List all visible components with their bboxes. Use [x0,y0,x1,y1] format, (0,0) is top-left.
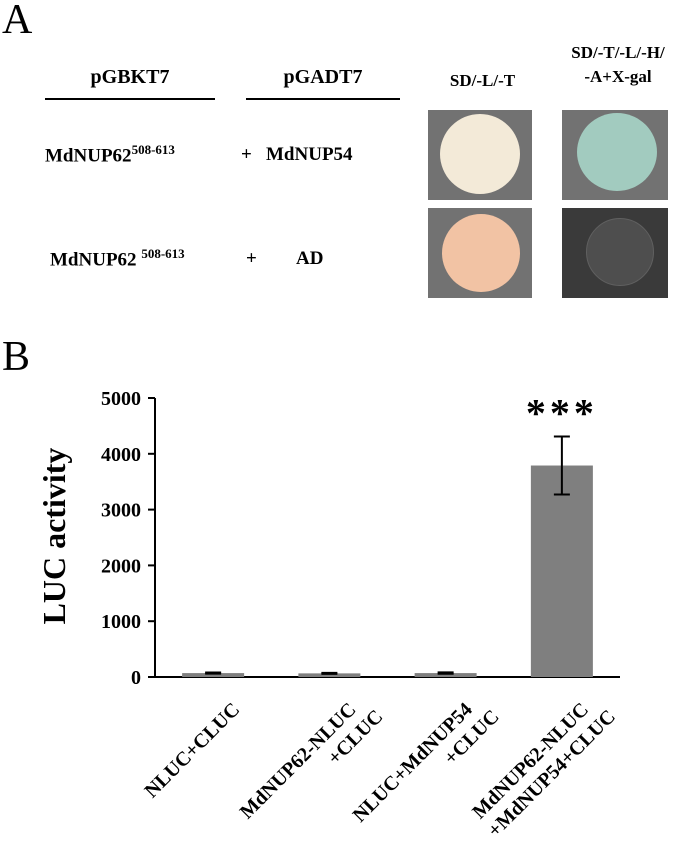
media-sd-qdo-label-line1: SD/-T/-L/-H/ [571,43,665,62]
y-tick-label: 3000 [101,500,141,522]
y-axis-label: LUC activity [36,448,72,625]
media-sd-lt-label: SD/-L/-T [449,71,516,90]
construct-row-1: MdNUP62508-613 [45,142,175,167]
y-tick-label: 5000 [101,388,141,410]
y-tick-label: 0 [131,667,141,689]
plate-sd-lt-row-1 [428,110,532,200]
bar [182,673,245,677]
colony-blue [577,113,657,191]
row-1-bait-range: 508-613 [131,142,175,157]
y-tick-label: 1000 [101,611,141,633]
bait-header-rule [45,98,215,100]
bar [298,673,361,677]
construct-row-2: MdNUP62 508-613 [50,246,185,271]
panel-b-letter: B [2,334,31,380]
significance-annotation: *** [526,391,598,436]
y-axis-label-group: LUC activity [36,448,72,625]
media-sd-qdo-label-line2: -A+X-gal [584,67,652,86]
colony-white [440,114,520,194]
plate-sd-qdo-row-1 [562,110,668,200]
row-2-prey: AD [296,248,324,269]
plate-sd-qdo-row-2 [562,208,668,298]
chart-ticks: 0 1000 2000 3000 4000 5000 [101,388,155,689]
chart-bars: *** [182,391,598,677]
colony-pink [442,214,520,292]
colony-none [586,218,654,286]
row-2-bait: MdNUP62 [50,249,137,271]
row-1-bait: MdNUP62 [45,145,132,167]
bar [530,465,593,677]
bar [414,673,477,677]
panel-a-letter: A [2,0,33,43]
row-2-bait-range: 508-613 [141,246,185,261]
row-1-prey: MdNUP54 [266,144,353,165]
prey-vector-header: pGADT7 [283,66,363,88]
row-2-plus: + [246,248,257,269]
x-category-label-line: NLUC+CLUC [140,699,244,803]
y-tick-label: 2000 [101,555,141,577]
plate-sd-lt-row-2 [428,208,532,298]
y-tick-label: 4000 [101,444,141,466]
prey-header-rule [246,98,400,100]
row-1-plus: + [241,144,252,165]
x-category-label: NLUC+CLUC [140,699,244,803]
bait-vector-header: pGBKT7 [90,66,170,88]
chart-x-labels: NLUC+CLUCMdNUP62-NLUC+CLUCNLUC+MdNUP54+C… [140,699,619,842]
